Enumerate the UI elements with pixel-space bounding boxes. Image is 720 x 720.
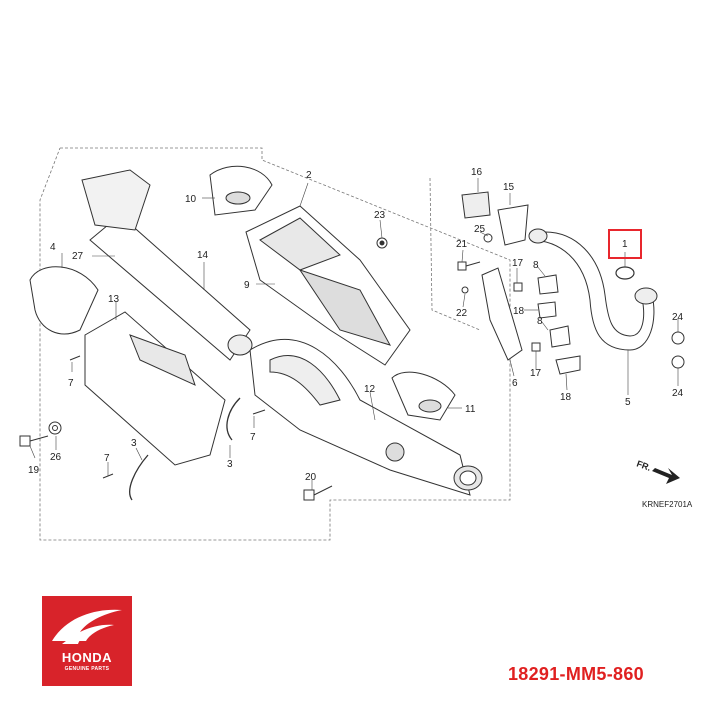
callout-label: 13 [108, 294, 120, 305]
callout-label: 25 [474, 224, 486, 235]
callout-label: 24 [672, 388, 684, 399]
honda-logo: HONDA GENUINE PARTS [42, 596, 132, 686]
direction-label: FR. [635, 458, 652, 472]
callout-label: 18 [560, 392, 572, 403]
inner-pipe-part [81, 169, 253, 361]
callout-label: 5 [625, 397, 631, 408]
callout-label: 14 [197, 250, 209, 261]
bracket-hardware-parts [461, 191, 581, 375]
callout-label: 17 [512, 258, 524, 269]
brand-tagline: GENUINE PARTS [64, 666, 110, 672]
assembly-outline-muffler [39, 147, 511, 541]
drawing-reference: KRNEF2701A [642, 500, 693, 509]
callout-label: 3 [131, 438, 137, 449]
callout-label: 26 [50, 452, 62, 463]
part-number: 18291-MM5-860 [508, 664, 644, 684]
leader-lines [29, 178, 679, 490]
end-cap-parts [29, 165, 456, 421]
callout-label: 16 [471, 167, 483, 178]
callout-label: 6 [512, 378, 518, 389]
callout-label: 24 [672, 312, 684, 323]
callout-label: 2 [306, 170, 312, 181]
callout-label: 20 [305, 472, 317, 483]
callout-label: 19 [28, 465, 40, 476]
callout-label: 11 [465, 404, 476, 415]
brand-name: HONDA [61, 650, 113, 665]
callout-label: 9 [244, 280, 250, 291]
front-direction-indicator: FR. [635, 458, 680, 484]
muffler-body-part [249, 339, 483, 496]
callout-label: 1 [622, 239, 628, 250]
callout-label: 8 [533, 260, 539, 271]
callout-label: 12 [364, 384, 376, 395]
callout-label: 10 [185, 194, 197, 205]
callout-label: 8 [537, 316, 543, 327]
callout-label: 15 [503, 182, 515, 193]
callout-label: 23 [374, 210, 386, 221]
exhaust-pipe-part [528, 228, 658, 351]
callout-label: 27 [72, 251, 84, 262]
callout-label: 3 [227, 459, 233, 470]
gasket-ring-part [615, 266, 635, 280]
callout-label: 21 [456, 239, 468, 250]
callout-label: 17 [530, 368, 542, 379]
stay-band-parts [129, 397, 241, 501]
highlight-box [608, 229, 642, 259]
callout-label: 7 [250, 432, 256, 443]
wing-icon [52, 609, 122, 644]
heat-guard-part [245, 205, 411, 366]
callout-labels: 1 2 3 3 4 5 6 7 7 7 8 8 9 10 11 12 13 14… [28, 167, 684, 483]
arrow-icon [652, 468, 680, 484]
callout-label: 22 [456, 308, 468, 319]
callout-label: 4 [50, 242, 56, 253]
callout-label: 18 [513, 306, 525, 317]
callout-label: 7 [104, 453, 110, 464]
callout-label: 7 [68, 378, 74, 389]
muffler-shell-part [84, 311, 226, 466]
